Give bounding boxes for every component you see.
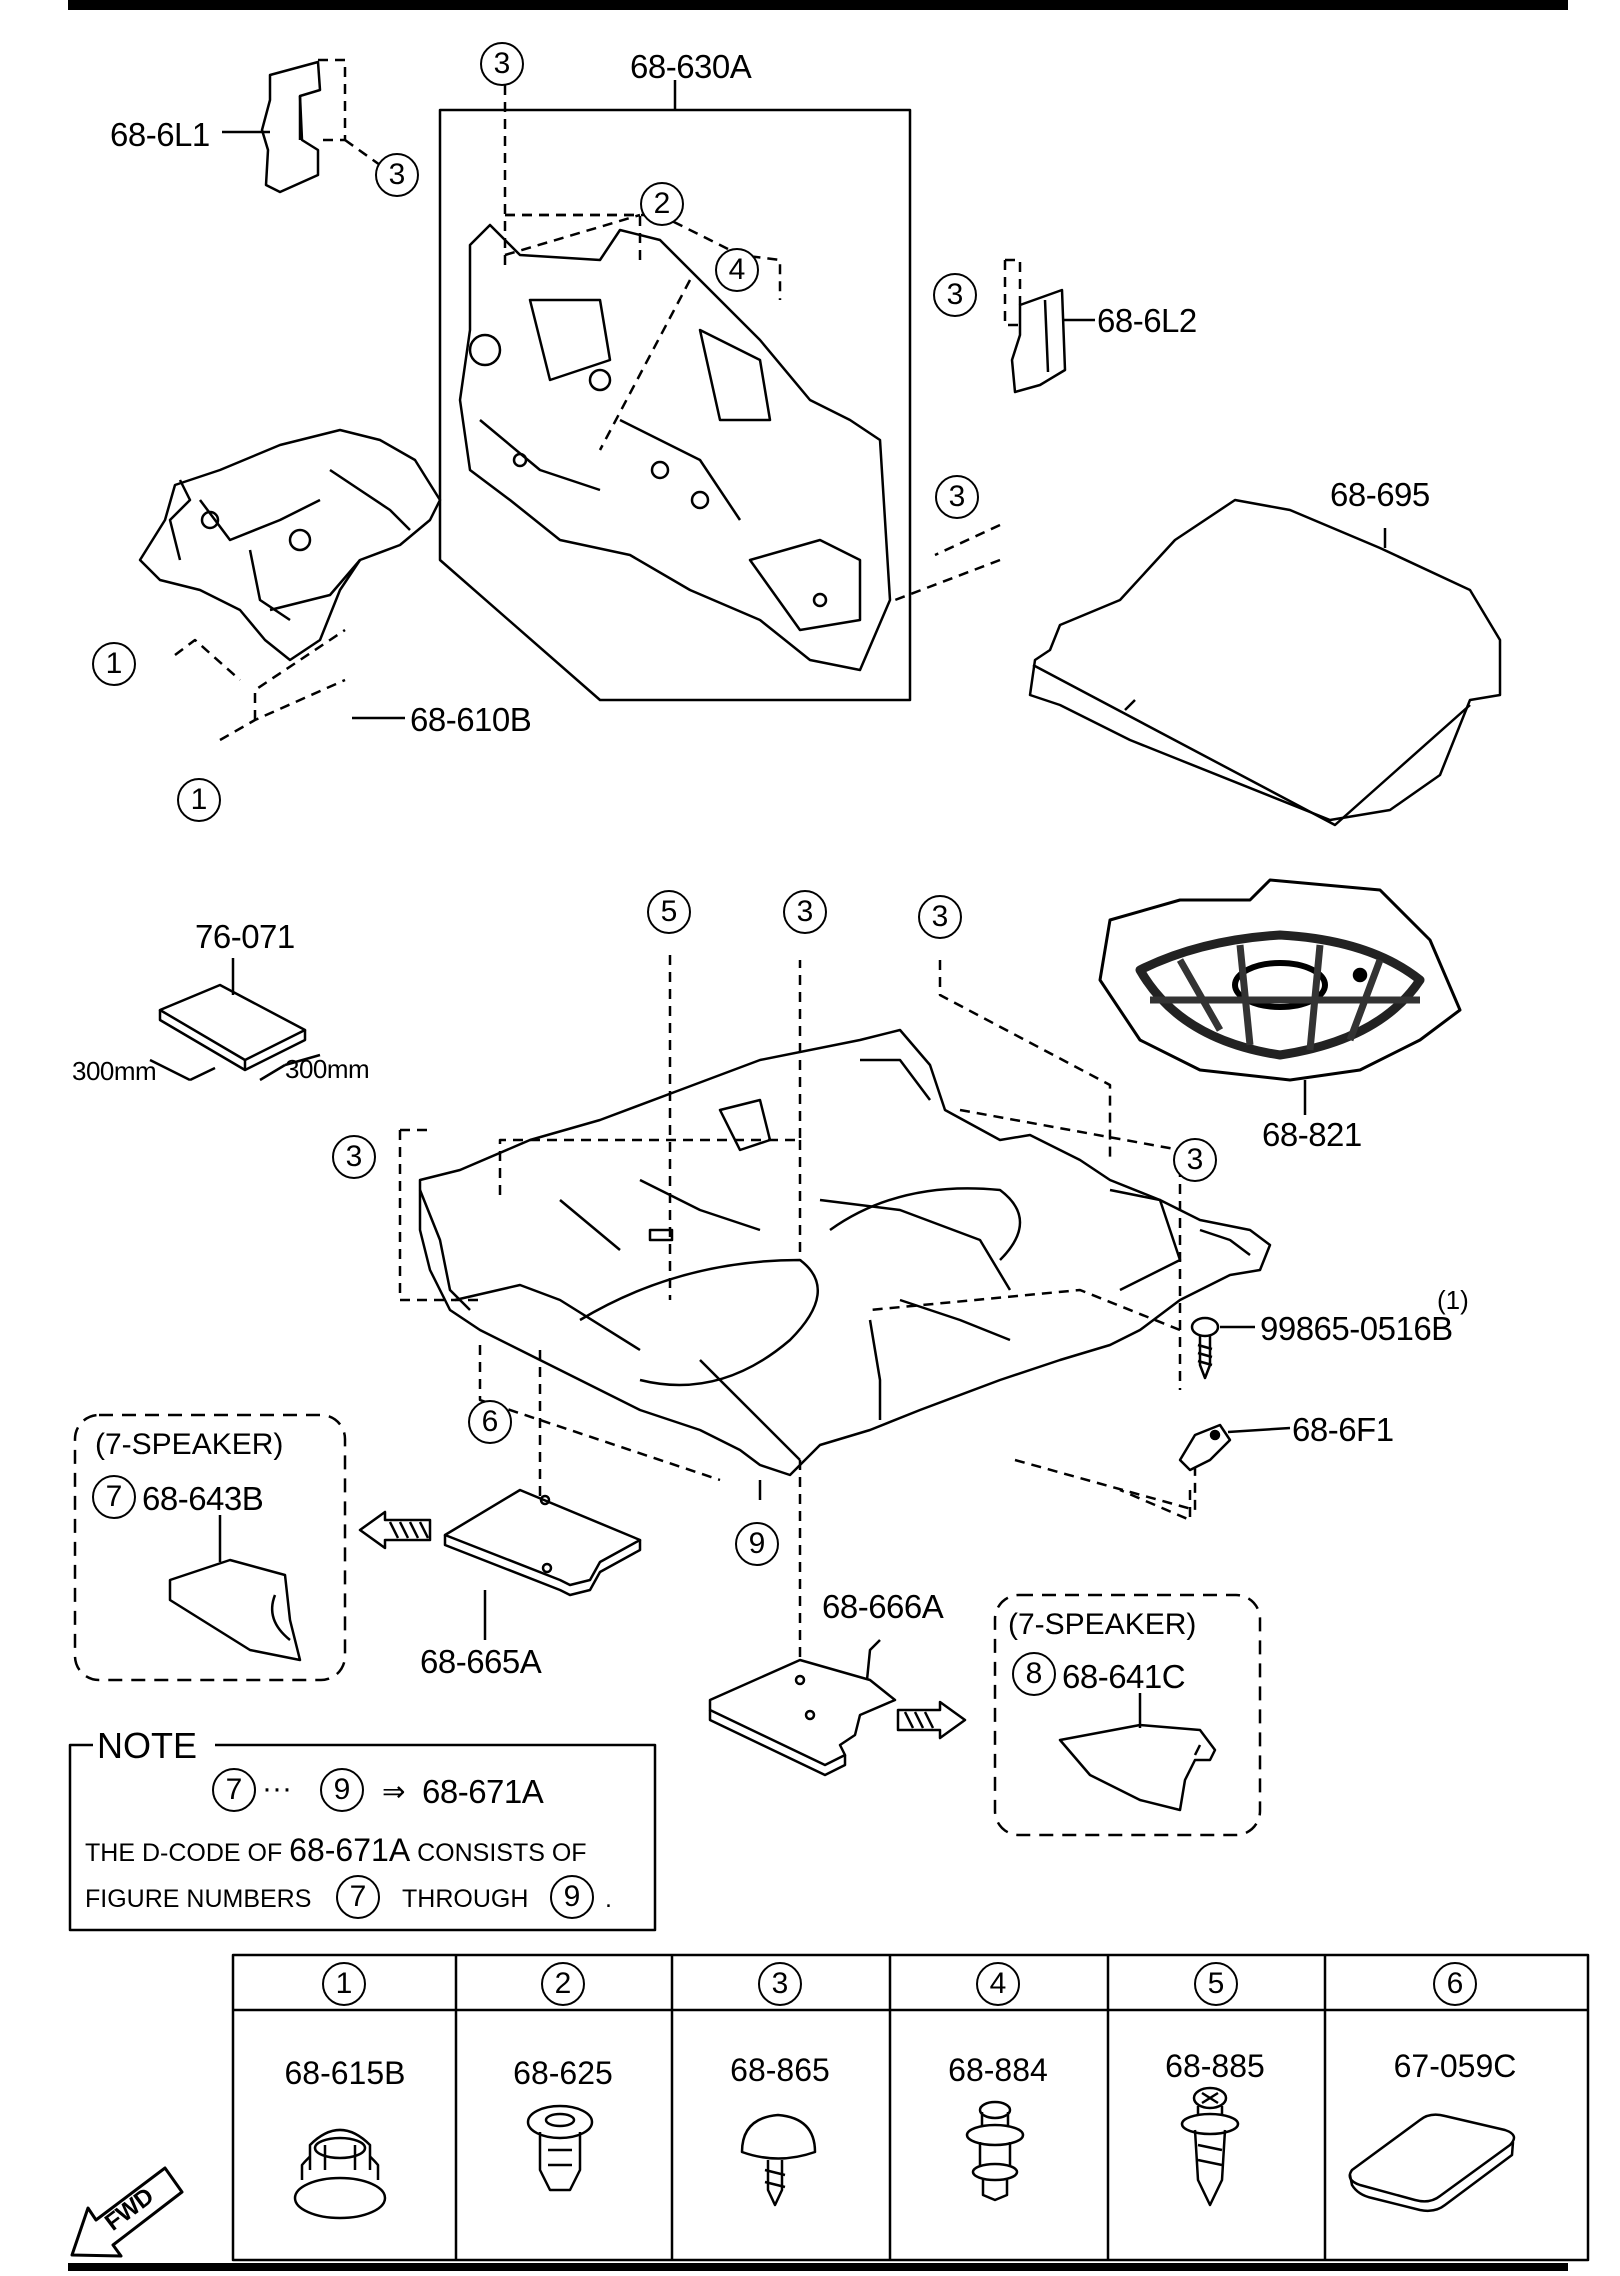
callout-9: 9 — [735, 1522, 779, 1566]
dash-insulator-shape — [458, 223, 892, 672]
table-head-1: 1 — [322, 1962, 366, 2006]
mushroom-clip-icon — [740, 2113, 817, 2207]
clip-6f1-shape — [1178, 1423, 1232, 1472]
callout-7: 7 — [92, 1475, 136, 1519]
callout-3: 3 — [1173, 1138, 1217, 1182]
callout-3: 3 — [375, 153, 419, 197]
callout-3: 3 — [480, 42, 524, 86]
arrow-left-icon — [358, 1510, 432, 1550]
callout-3: 3 — [332, 1135, 376, 1179]
label-68-6f1: 68-6F1 — [1292, 1411, 1394, 1448]
note-line3-a: FIGURE NUMBERS — [85, 1885, 312, 1913]
label-68-695: 68-695 — [1330, 476, 1430, 513]
note-dots: ··· — [262, 1772, 292, 1805]
note-arrow: ⇒ — [382, 1776, 406, 1807]
label-68-641c: 68-641C — [1062, 1658, 1186, 1695]
callout-3: 3 — [935, 475, 979, 519]
table-code-68-625: 68-625 — [513, 2055, 613, 2091]
note-from-num: 7 — [212, 1768, 256, 1812]
note-frame — [68, 1743, 657, 1932]
rivet-clip-icon — [965, 2100, 1025, 2202]
floor-carpet-shape — [418, 1028, 1272, 1477]
note-result: 68-671A — [422, 1773, 544, 1810]
label-68-6l2: 68-6L2 — [1097, 302, 1197, 339]
note-line3-b: THROUGH — [402, 1885, 529, 1913]
label-68-6l1: 68-6L1 — [110, 116, 210, 153]
top-border — [68, 0, 1568, 10]
label-68-666a: 68-666A — [822, 1588, 944, 1625]
arrow-right-icon — [896, 1700, 967, 1740]
callout-3: 3 — [933, 273, 977, 317]
dash-lower-shape — [138, 428, 442, 662]
note-line3-num-7: 7 — [336, 1875, 380, 1919]
table-head-6: 6 — [1433, 1962, 1477, 2006]
screw-shape — [1190, 1316, 1220, 1380]
table-head-2: 2 — [541, 1962, 585, 2006]
pad-6l2-shape — [1010, 288, 1067, 394]
note-line2: THE D-CODE OF 68-671A CONSISTS OF — [85, 1832, 587, 1868]
spare-cover-shape — [1098, 878, 1462, 1082]
note-line3-num-9: 9 — [550, 1875, 594, 1919]
sample-material-shape — [158, 983, 307, 1072]
callout-1: 1 — [177, 778, 221, 822]
callout-8: 8 — [1012, 1652, 1056, 1696]
speaker-box-1-title: (7-SPEAKER) — [95, 1428, 284, 1461]
callout-1: 1 — [92, 642, 136, 686]
label-68-610b: 68-610B — [410, 701, 532, 738]
pad-6l1-shape — [260, 60, 322, 194]
note-line3-end: . — [605, 1885, 612, 1913]
table-head-3: 3 — [758, 1962, 802, 2006]
fwd-arrow-icon — [70, 2166, 184, 2258]
note-to-num: 9 — [320, 1768, 364, 1812]
table-code-68-615b: 68-615B — [284, 2055, 406, 2091]
callout-3: 3 — [918, 895, 962, 939]
bottom-border — [68, 2263, 1568, 2271]
callout-6: 6 — [468, 1400, 512, 1444]
speaker-box-2-frame — [993, 1593, 1262, 1837]
push-clip-icon — [526, 2104, 594, 2192]
fastener-table-grid — [231, 1953, 1590, 2262]
speaker-box-1-frame — [73, 1413, 347, 1682]
callout-4: 4 — [715, 248, 759, 292]
label-99865-0516b: 99865-0516B — [1260, 1310, 1453, 1347]
callout-3: 3 — [783, 890, 827, 934]
label-68-643b: 68-643B — [142, 1480, 264, 1517]
label-68-630a: 68-630A — [630, 48, 752, 85]
trunk-mat-shape — [1028, 498, 1502, 827]
kit-box — [438, 108, 912, 702]
table-code-68-885: 68-885 — [1165, 2048, 1265, 2084]
label-68-665a: 68-665A — [420, 1643, 542, 1680]
table-code-67-059c: 67-059C — [1393, 2048, 1517, 2084]
note-title: NOTE — [93, 1725, 202, 1767]
table-head-4: 4 — [976, 1962, 1020, 2006]
callout-5: 5 — [647, 890, 691, 934]
speaker-box-2-title: (7-SPEAKER) — [1008, 1608, 1197, 1641]
table-code-68-865: 68-865 — [730, 2052, 830, 2088]
label-sample-width: 300mm — [72, 1056, 157, 1086]
pad-665a-shape — [443, 1488, 642, 1597]
label-68-821: 68-821 — [1262, 1116, 1362, 1153]
pad-666a-shape — [708, 1658, 897, 1777]
pad-641c-shape — [1058, 1723, 1217, 1812]
pad-icon — [1348, 2113, 1516, 2213]
label-76-071: 76-071 — [195, 918, 295, 955]
label-sample-height: 300mm — [285, 1054, 370, 1084]
label-screw-qty: (1) — [1437, 1285, 1469, 1315]
grommet-icon — [293, 2128, 387, 2220]
callout-2: 2 — [640, 182, 684, 226]
pad-643b-shape — [168, 1558, 302, 1662]
screw-rivet-icon — [1180, 2086, 1240, 2207]
table-head-5: 5 — [1194, 1962, 1238, 2006]
table-code-68-884: 68-884 — [948, 2052, 1048, 2088]
